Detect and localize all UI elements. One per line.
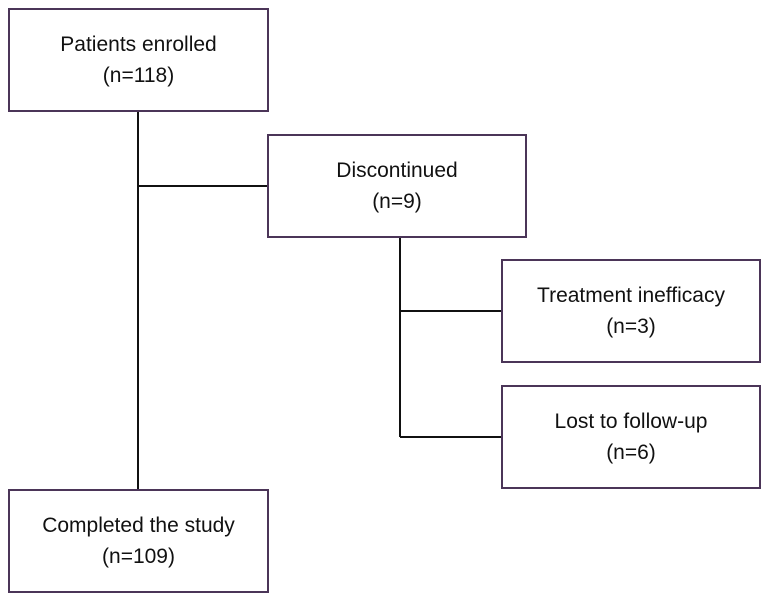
discontinued-label: Discontinued <box>336 159 458 182</box>
completed-label: Completed the study <box>42 514 235 537</box>
enrolled-count: (n=118) <box>102 64 175 87</box>
treatment-inefficacy-label: Treatment inefficacy <box>537 284 725 307</box>
completed-count: (n=109) <box>102 545 175 568</box>
enrolled-label: Patients enrolled <box>60 33 217 56</box>
treatment-inefficacy-count: (n=3) <box>606 315 656 338</box>
treatment-inefficacy-box: Treatment inefficacy (n=3) <box>501 259 761 363</box>
completed-box: Completed the study (n=109) <box>8 489 269 593</box>
discontinued-box: Discontinued (n=9) <box>267 134 527 238</box>
lost-to-follow-up-count: (n=6) <box>606 441 656 464</box>
enrolled-box: Patients enrolled (n=118) <box>8 8 269 112</box>
lost-to-follow-up-label: Lost to follow-up <box>554 410 708 433</box>
lost-to-follow-up-box: Lost to follow-up (n=6) <box>501 385 761 489</box>
discontinued-count: (n=9) <box>372 190 422 213</box>
